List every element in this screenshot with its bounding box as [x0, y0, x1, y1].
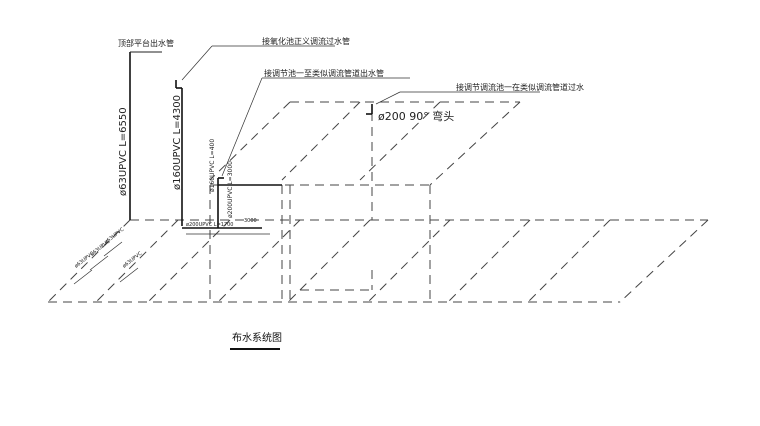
base-hatch	[95, 219, 179, 303]
branch-tick	[89, 255, 109, 271]
leader-2	[221, 77, 263, 177]
tank-inner-slope	[281, 101, 361, 181]
risers	[129, 51, 373, 235]
branch-label-3: ø63UPVC	[104, 226, 126, 245]
leader-1	[181, 45, 213, 81]
base-left-edge	[47, 219, 131, 303]
leader-3	[375, 91, 401, 105]
top-riser-label: 顶部平台出水管	[118, 38, 174, 48]
tank-right-slope	[429, 101, 521, 186]
rear-tank	[209, 101, 521, 302]
tank-left-slope	[209, 101, 291, 181]
branch-tick	[103, 241, 123, 257]
callouts	[181, 45, 540, 177]
branch-label-4: ø63UPVC	[122, 250, 144, 269]
distribution-label: ø200UPVC L=1700	[186, 222, 233, 228]
branch-tick	[119, 267, 139, 283]
callout-1-label: 接氧化池正义调流过水管	[262, 36, 350, 46]
distribution-dim-label: 3000	[244, 218, 257, 224]
base-hatch	[287, 219, 371, 303]
small-riser-a-label: ø160UPVC L=400	[209, 139, 216, 192]
riser-63-label: ø63UPVC L=6550	[118, 107, 129, 196]
riser-160-label: ø160UPVC L=4300	[172, 95, 183, 190]
tank-inner-slope	[359, 101, 441, 181]
elbow-label: ø200 90° 弯头	[378, 109, 454, 123]
base-hatch	[217, 219, 301, 303]
base-right-edge	[619, 219, 709, 303]
base-hatch	[367, 219, 451, 303]
callout-3-label: 接调节调流池一在类似调流管道过水	[456, 82, 584, 92]
base-hatch	[527, 219, 611, 303]
branch-ticks	[73, 241, 139, 285]
base-hatch	[147, 219, 231, 303]
base-plane	[47, 219, 709, 303]
small-riser-b-label: ø200UPVC L=3000	[227, 161, 234, 218]
branch-tick	[73, 269, 93, 285]
callout-2-label: 接调节池一至类似调流管道出水管	[264, 68, 384, 78]
base-hatch	[447, 219, 531, 303]
diagram-caption: 布水系统图	[232, 331, 282, 344]
